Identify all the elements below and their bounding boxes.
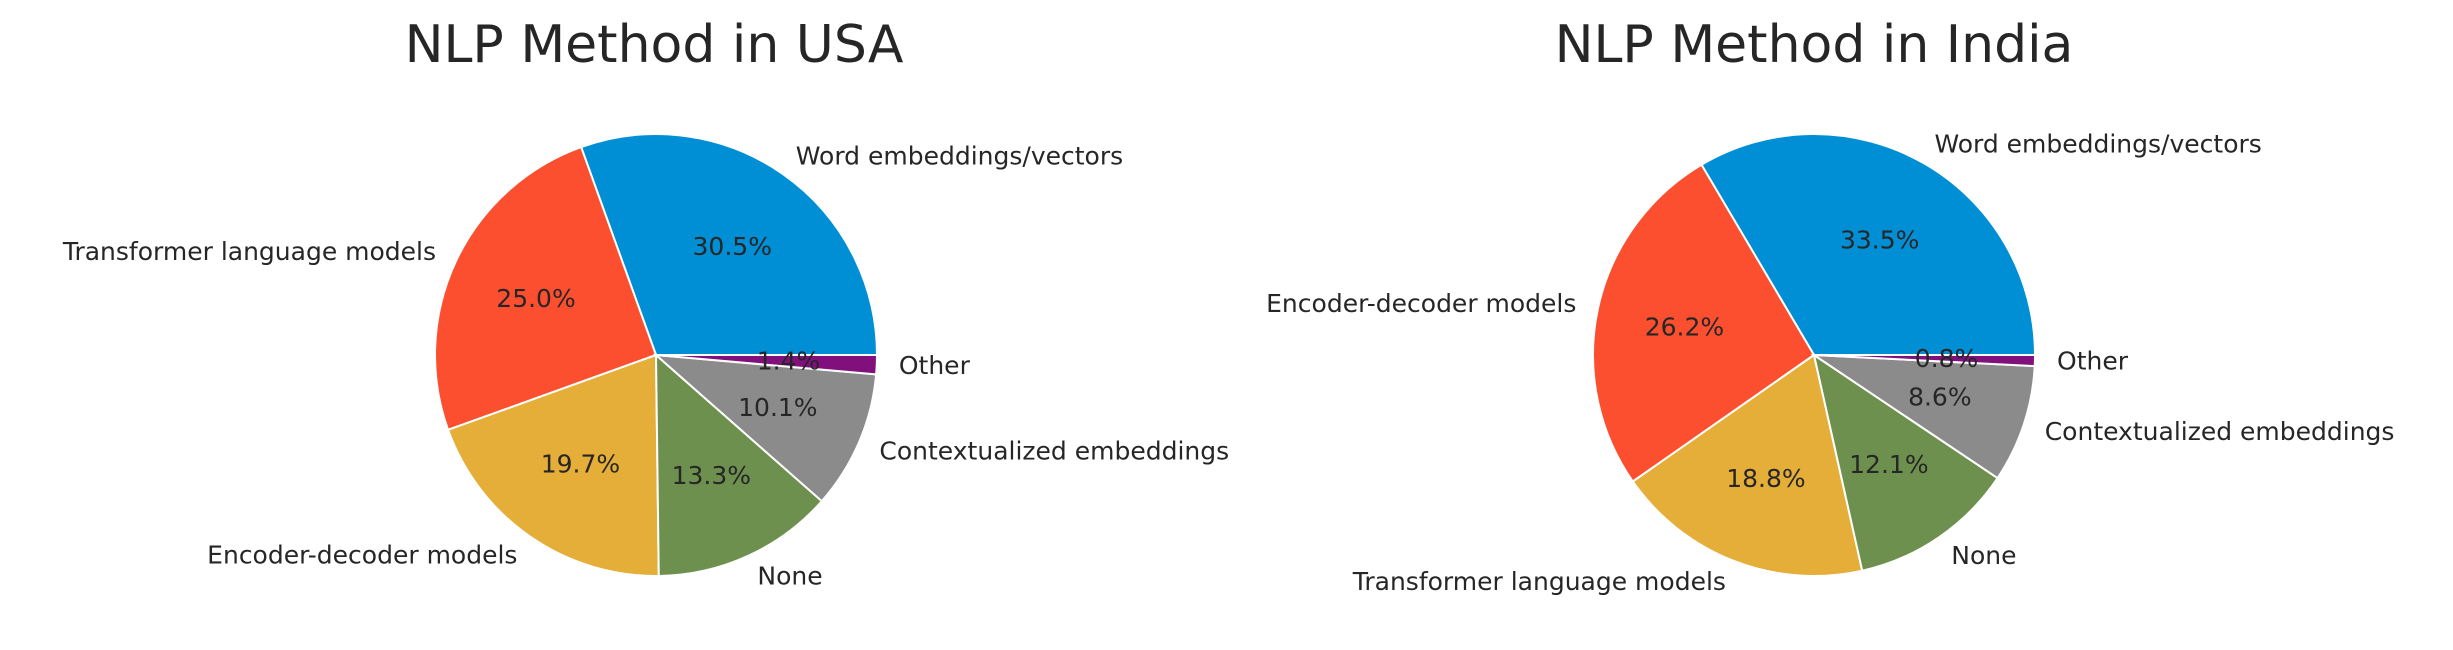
slice-label-none: None (1951, 541, 2016, 570)
pie-slice-transformer-language-models (434, 145, 658, 432)
slice-label-none: None (757, 561, 822, 590)
slice-percent-contextualized-embeddings: 10.1% (738, 393, 817, 422)
pie-slice-none (654, 352, 824, 577)
pie-slice-encoder-decoder-models (1592, 163, 1816, 483)
slice-label-other: Other (2057, 347, 2129, 376)
pie-slice-transformer-language-models (1631, 353, 1864, 577)
pie-usa: Word embeddings/vectors 30.5% Transformer … (62, 133, 1229, 590)
pie-india: Word embeddings/vectors 33.5% Encoder-deco… (1266, 129, 2394, 596)
slice-percent-transformer-language-models: 25.0% (496, 284, 575, 313)
pie-slice-contextualized-embeddings (1810, 353, 2036, 480)
slice-percent-other: 0.8% (1915, 344, 1979, 373)
pie-slice-contextualized-embeddings (653, 353, 878, 503)
pie-slice-none (1812, 352, 1999, 572)
pie-slice-other (1813, 354, 2037, 368)
slice-label-contextualized-embeddings: Contextualized embeddings (2045, 417, 2395, 446)
pie-slice-other (655, 354, 879, 376)
slice-label-word-embeddings-vectors: Word embeddings/vectors (1934, 129, 2261, 158)
slice-percent-transformer-language-models: 18.8% (1726, 464, 1805, 493)
chart-title-usa: NLP Method in USA (405, 15, 904, 75)
slice-percent-contextualized-embeddings: 8.6% (1908, 382, 1972, 411)
pie-slice-word-embeddings-vectors (1700, 133, 2037, 356)
slice-percent-none: 12.1% (1849, 450, 1928, 479)
slice-percent-other: 1.4% (757, 346, 821, 375)
slice-percent-encoder-decoder-models: 19.7% (541, 449, 620, 478)
slice-percent-word-embeddings-vectors: 30.5% (693, 232, 772, 261)
slice-label-transformer-language-models: Transformer language models (62, 237, 436, 266)
slice-label-encoder-decoder-models: Encoder-decoder models (1266, 289, 1576, 318)
slice-label-transformer-language-models: Transformer language models (1352, 567, 1726, 596)
slice-percent-none: 13.3% (672, 461, 751, 490)
slice-label-encoder-decoder-models: Encoder-decoder models (207, 540, 517, 569)
slice-label-other: Other (899, 351, 971, 380)
slice-percent-encoder-decoder-models: 26.2% (1645, 312, 1724, 341)
slice-percent-word-embeddings-vectors: 33.5% (1840, 225, 1919, 254)
pie-slice-word-embeddings-vectors (579, 133, 879, 356)
chart-title-india: NLP Method in India (1555, 15, 2074, 75)
slice-label-word-embeddings-vectors: Word embeddings/vectors (796, 142, 1123, 171)
slice-label-contextualized-embeddings: Contextualized embeddings (879, 436, 1229, 465)
pie-slice-encoder-decoder-models (446, 353, 660, 577)
